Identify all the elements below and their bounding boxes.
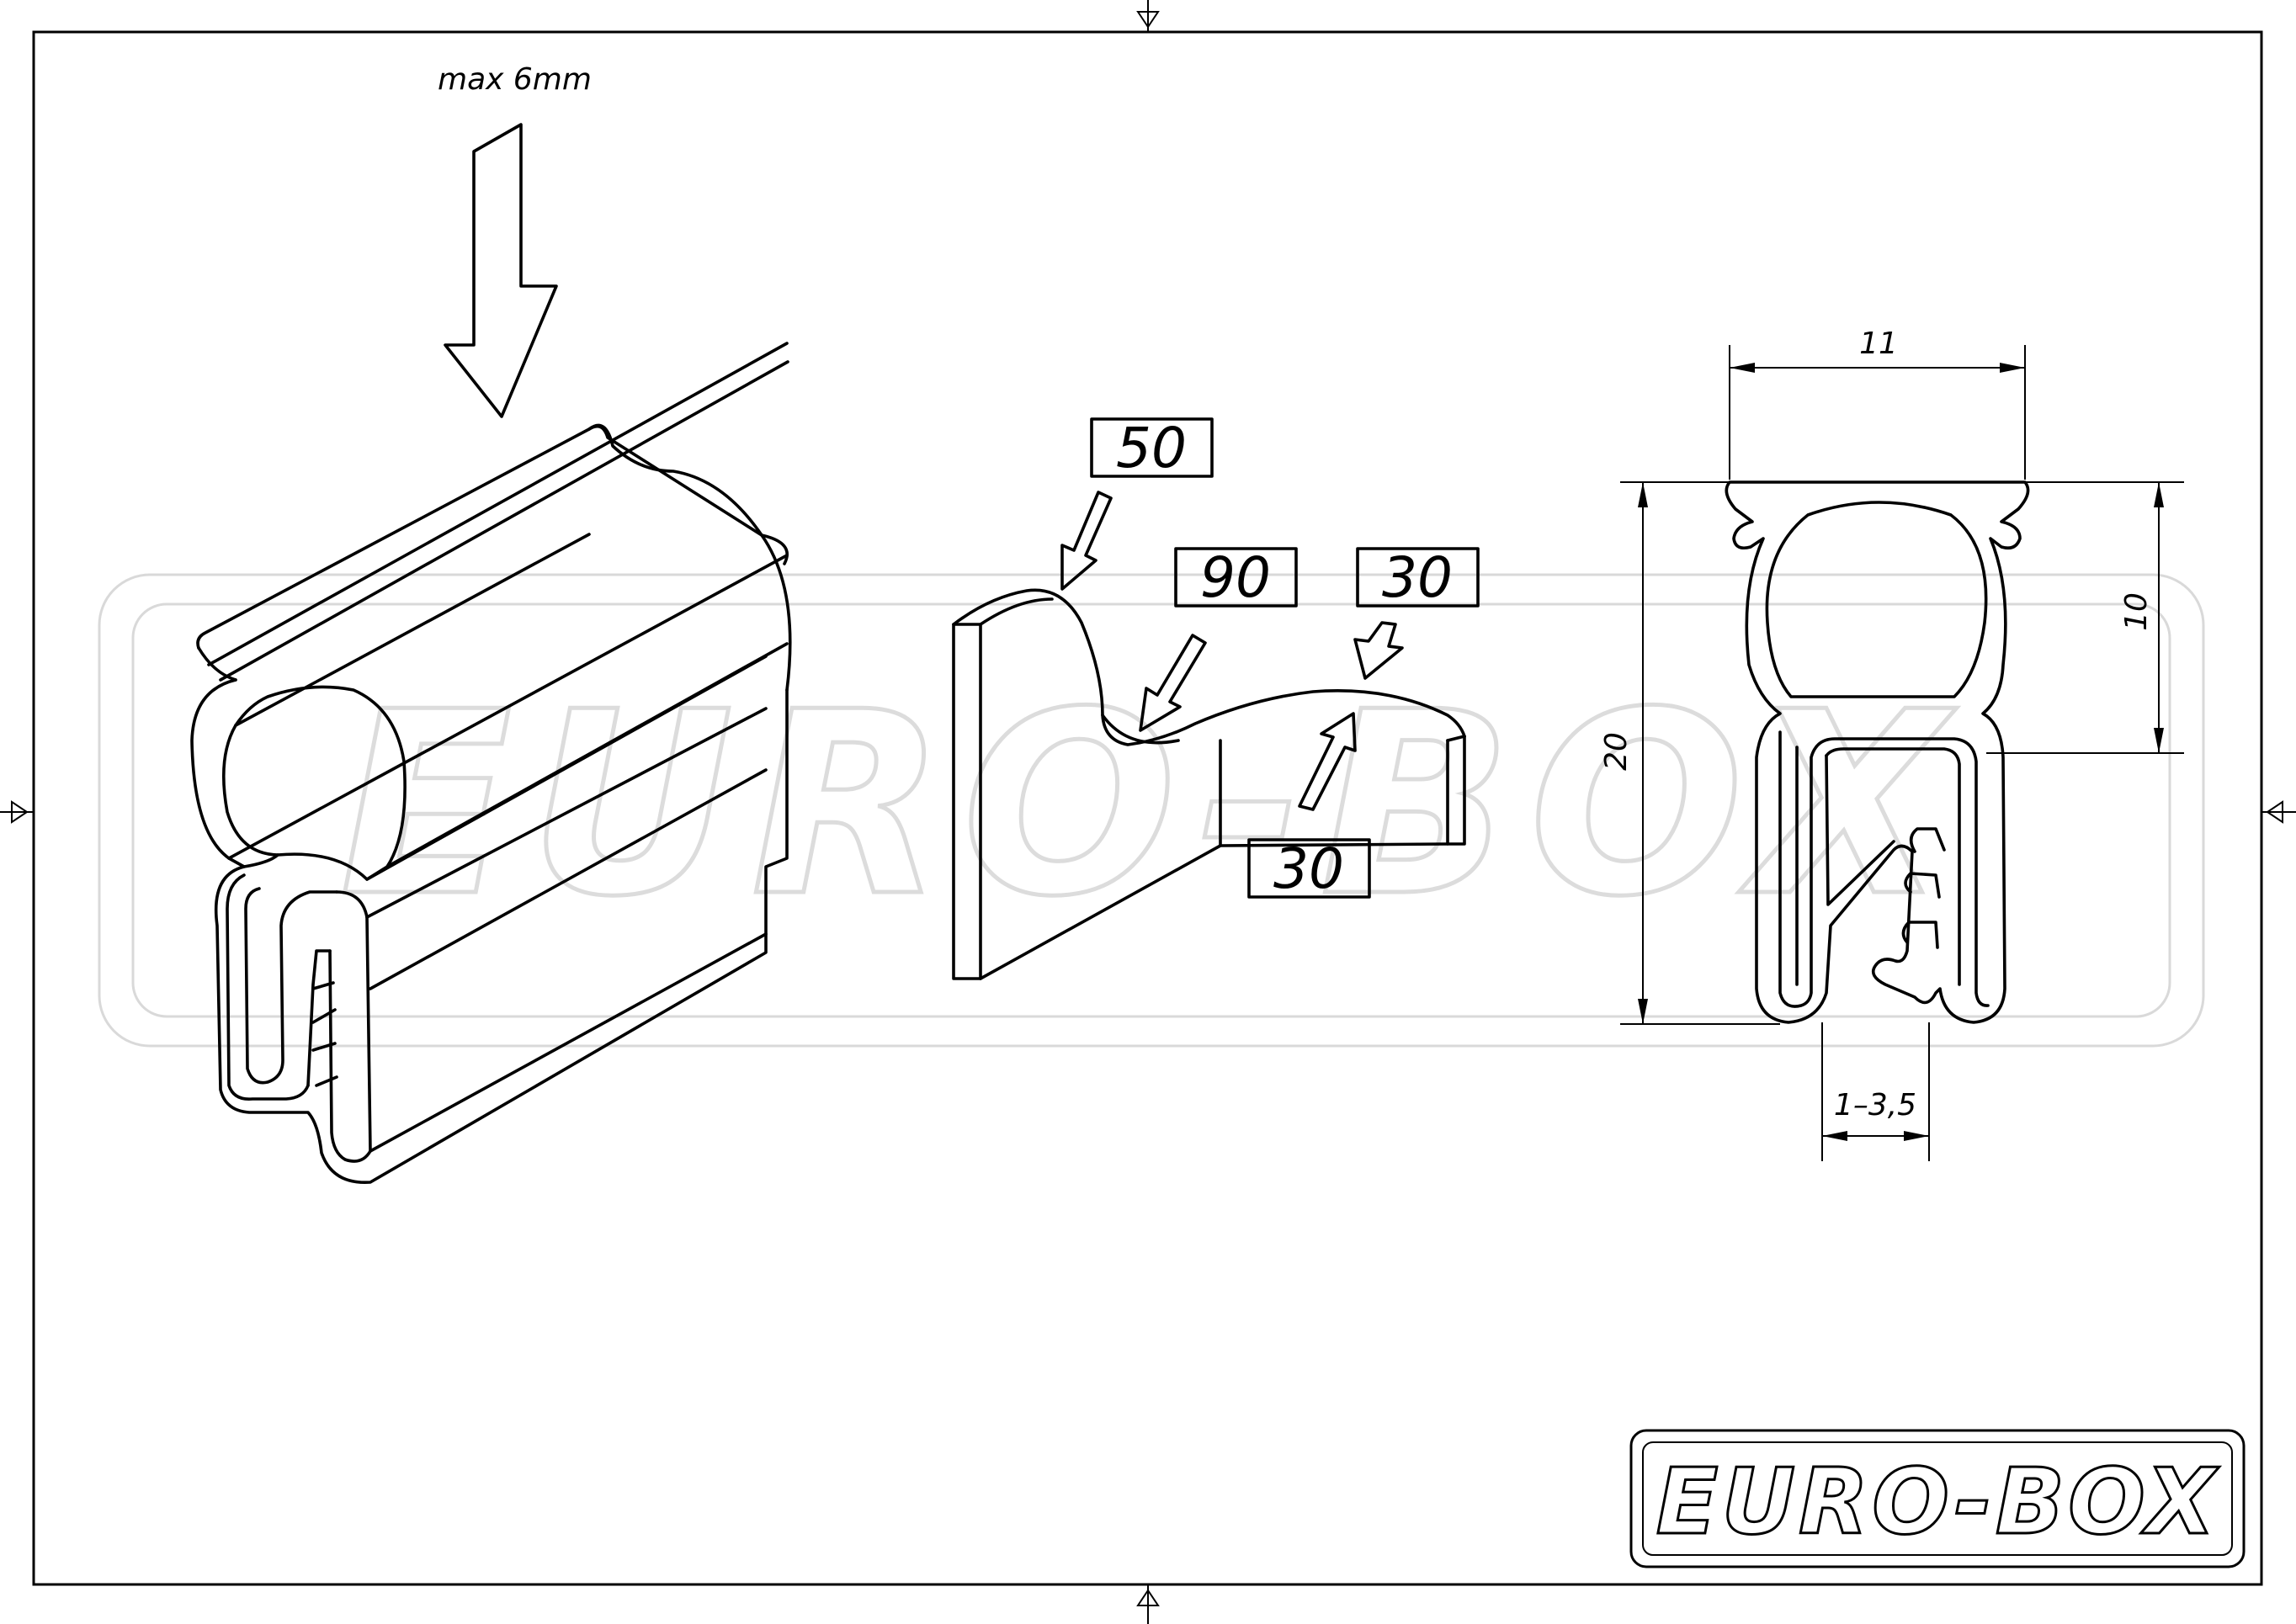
dim-clamp-range-label: 1–3,5 xyxy=(1834,1088,1916,1122)
arrow-90-icon xyxy=(1139,634,1207,732)
dim-width: 11 xyxy=(1729,326,2026,480)
bend-radius-diagram: 50 90 30 30 xyxy=(952,416,1480,980)
arrow-30-bottom-icon xyxy=(1298,712,1357,811)
label-box-30-bottom xyxy=(1247,838,1371,899)
eurobox-logo: EURO-BOX xyxy=(1629,1429,2246,1568)
dim-width-label: 11 xyxy=(1859,326,1898,361)
arrow-50-icon xyxy=(1060,491,1113,591)
label-30-bottom: 30 xyxy=(1273,836,1344,901)
label-box-30-top xyxy=(1356,547,1480,608)
dim-clamp-range: 1–3,5 xyxy=(1821,1022,1930,1161)
isometric-seal-profile: max 6mm xyxy=(190,62,792,1184)
label-50: 50 xyxy=(1116,416,1187,480)
label-box-50 xyxy=(1090,417,1214,478)
dim-height-bulb: 10 xyxy=(1986,481,2184,754)
arrow-30-top-icon xyxy=(1353,621,1404,680)
push-arrow-icon xyxy=(444,123,558,418)
max-thickness-label: max 6mm xyxy=(438,62,592,97)
dim-height-total: 20 xyxy=(1599,481,1780,1025)
logo-text: EURO-BOX xyxy=(1656,1450,2220,1555)
cross-section-profile: 11 20 10 1–3,5 xyxy=(1599,326,2184,1161)
watermark: EURO-BOX xyxy=(98,573,2205,1048)
label-30-top: 30 xyxy=(1382,545,1453,610)
label-box-90 xyxy=(1174,547,1298,608)
dim-height-total-label: 20 xyxy=(1599,732,1634,771)
label-90: 90 xyxy=(1200,545,1271,610)
dim-height-bulb-label: 10 xyxy=(2119,592,2154,631)
